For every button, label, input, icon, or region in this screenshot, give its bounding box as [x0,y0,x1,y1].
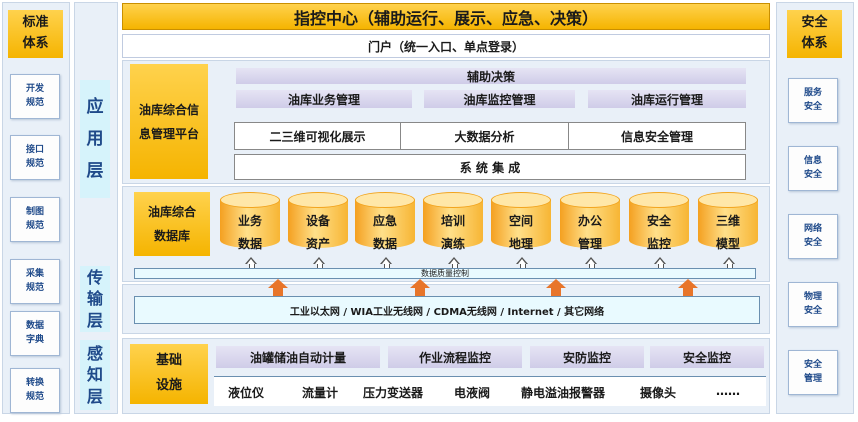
system-tank-metering: 油罐储油自动计量 [216,346,380,368]
db-equipment-assets: 设备 资产 [288,192,348,254]
arrow-up-icon [410,279,430,297]
sensors-bar [214,376,766,406]
system-safety-monitoring: 安全监控 [650,346,764,368]
layer-column [74,2,118,414]
standard-item-collection: 采集 规范 [10,259,60,304]
sensor-level-gauge: 液位仪 [228,386,265,400]
standard-item-dictionary: 数据 字典 [10,311,60,356]
security-item-information: 信息 安全 [788,146,838,191]
security-title: 安全 体系 [787,10,842,58]
command-center-banner: 指控中心（辅助运行、展示、应急、决策） [122,3,770,30]
network-bar: 工业以太网 / WIA工业无线网 / CDMA无线网 / Internet / … [134,296,760,324]
security-item-network: 网络 安全 [788,214,838,259]
module-business: 油库业务管理 [236,90,412,108]
portal-bar: 门户（统一入口、单点登录） [122,34,770,58]
database-title: 油库综合 数据库 [134,192,210,256]
db-office-management: 办公 管理 [560,192,620,254]
db-spatial-geography: 空间 地理 [491,192,551,254]
security-item-service: 服务 安全 [788,78,838,123]
standard-item-mapping: 制图 规范 [10,197,60,242]
system-security-surveillance: 安防监控 [530,346,644,368]
layer-application-label: 应 用 层 [80,80,110,198]
sensor-hydraulic-valve: 电液阀 [454,386,491,400]
db-security-monitoring: 安全 监控 [629,192,689,254]
service-bigdata: 大数据分析 [401,123,569,149]
security-column [776,2,854,414]
standard-item-interface: 接口 规范 [10,135,60,180]
db-3d-models: 三维 模型 [698,192,758,254]
standard-item-conversion: 转换 规范 [10,368,60,413]
sensor-pressure-transmitter: 压力变送器 [363,386,424,400]
security-item-management: 安全 管理 [788,350,838,395]
services-row: 二三维可视化展示 大数据分析 信息安全管理 [234,122,746,150]
standards-title: 标准 体系 [8,10,63,58]
data-quality-bar: 数据质量控制 [134,268,756,279]
arrow-up-icon [678,279,698,297]
sensor-more: …… [716,384,740,398]
platform-title: 油库综合信 息管理平台 [130,64,208,179]
infrastructure-title: 基础 设施 [130,344,208,404]
security-item-physical: 物理 安全 [788,282,838,327]
arrow-up-icon [268,279,288,297]
system-integration-bar: 系 统 集 成 [234,154,746,180]
service-infosec: 信息安全管理 [569,123,745,149]
system-process-monitoring: 作业流程监控 [388,346,522,368]
layer-transport-label: 传 输 层 [80,266,110,332]
standard-item-dev: 开发 规范 [10,74,60,119]
decision-support-bar: 辅助决策 [236,68,746,84]
module-monitoring: 油库监控管理 [424,90,575,108]
module-operation: 油库运行管理 [588,90,746,108]
db-emergency-data: 应急 数据 [355,192,415,254]
db-business-data: 业务 数据 [220,192,280,254]
sensor-static-alarm: 静电溢油报警器 [521,386,606,400]
arrow-up-icon [546,279,566,297]
db-training-drills: 培训 演练 [423,192,483,254]
sensor-camera: 摄像头 [640,386,677,400]
service-visualization: 二三维可视化展示 [235,123,401,149]
layer-perception-label: 感 知 层 [80,340,110,410]
sensor-flowmeter: 流量计 [302,386,339,400]
